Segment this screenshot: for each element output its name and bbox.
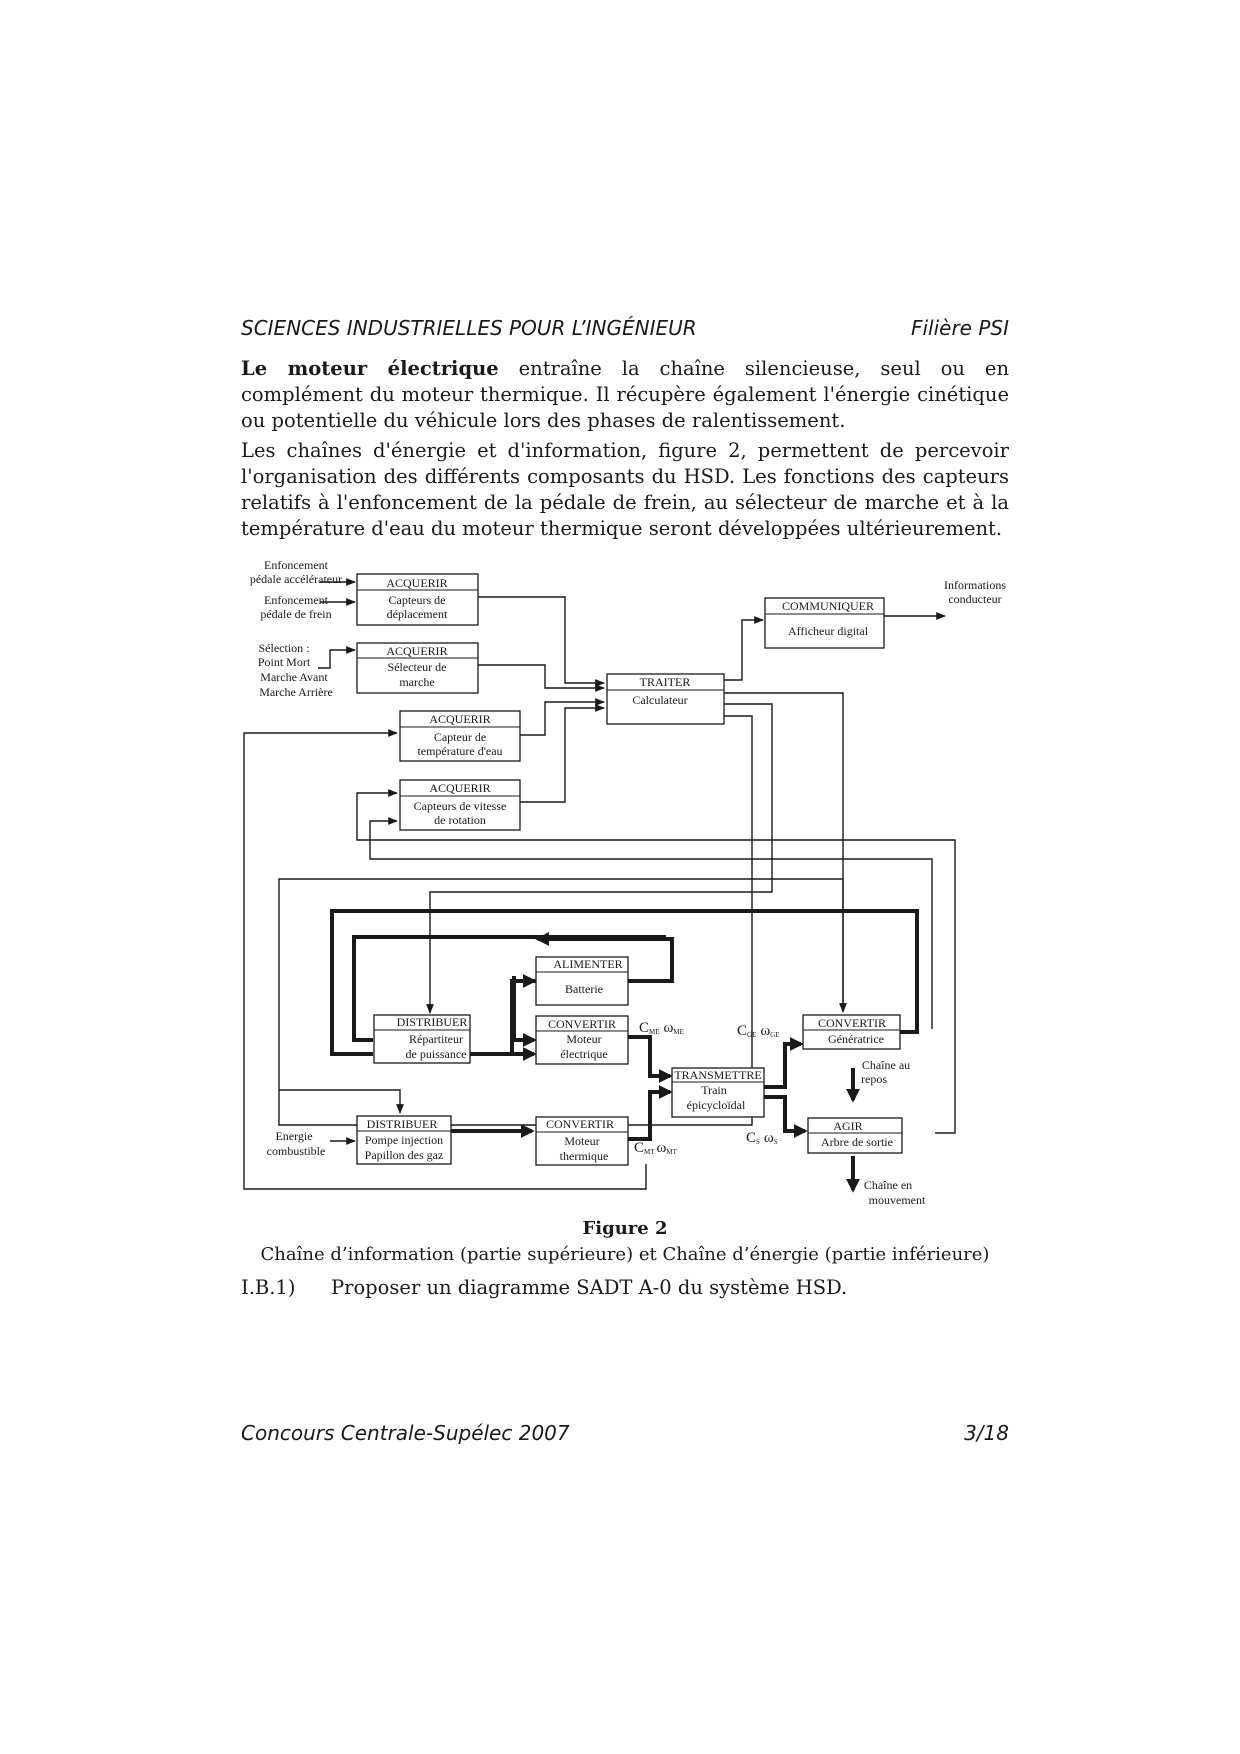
input-selection-line2: Point Mort [258, 655, 311, 669]
block-transmettre: TRANSMETTRE Train épicycloïdal [671, 1067, 765, 1118]
block-func: ACQUERIR [429, 712, 490, 726]
block-comp-line1: Capteurs de [389, 593, 446, 607]
block-func: TRAITER [640, 675, 691, 689]
block-func: COMMUNIQUER [782, 599, 874, 613]
block-func: ACQUERIR [386, 644, 447, 658]
block-alimenter: ALIMENTER Batterie [535, 956, 629, 1006]
block-convertir-moteur-thermique: CONVERTIR Moteur thermique [535, 1116, 629, 1166]
block-func: AGIR [833, 1119, 862, 1133]
block-comp-line2: déplacement [387, 607, 448, 621]
paragraph-moteur-electrique: Le moteur électrique entraîne la chaîne … [241, 356, 1009, 434]
block-comp-line1: Calculateur [632, 693, 687, 707]
input-frein-line1: Enfoncement [264, 593, 329, 607]
header-subject: SCIENCES INDUSTRIELLES POUR L’INGÉNIEUR [241, 316, 697, 340]
block-comp-line1: Moteur [564, 1134, 599, 1148]
page-footer: Concours Centrale-Supélec 2007 3/18 [241, 1421, 1009, 1445]
block-comp-line1: Pompe injection [365, 1133, 443, 1147]
output-repos-line2: repos [861, 1072, 887, 1086]
block-comp-line2: de rotation [434, 813, 486, 827]
output-mouvement-line2: mouvement [869, 1193, 926, 1207]
block-comp-line2: Papillon des gaz [365, 1148, 444, 1162]
question-text: Proposer un diagramme SADT A-0 du systèm… [331, 1276, 848, 1299]
block-convertir-generatrice: CONVERTIR Génératrice [802, 1014, 901, 1050]
question-number: I.B.1) [241, 1276, 296, 1299]
block-comp-line2: électrique [560, 1047, 607, 1061]
information-wires [243, 578, 956, 1190]
input-energie-line1: Energie [275, 1129, 312, 1143]
block-comp-line1: Sélecteur de [388, 660, 447, 674]
input-selection-line1: Sélection : [259, 641, 310, 655]
block-agir: AGIR Arbre de sortie [807, 1117, 903, 1154]
block-comp-line1: Répartiteur [409, 1032, 463, 1046]
block-func: CONVERTIR [548, 1017, 616, 1031]
block-comp-line2: épicycloïdal [687, 1098, 746, 1112]
paragraph-body: entraîne la chaîne silencieuse, seul ou … [241, 357, 1010, 432]
footer-page-number: 3/18 [964, 1421, 1009, 1445]
figure-caption-title: Figure 2 [582, 1218, 668, 1239]
block-acquerir-temperature: ACQUERIR Capteur de température d'eau [399, 710, 521, 762]
page-header: SCIENCES INDUSTRIELLES POUR L’INGÉNIEUR … [241, 316, 1009, 340]
block-func: CONVERTIR [818, 1016, 886, 1030]
block-comp-line1: Moteur [566, 1032, 601, 1046]
block-func: DISTRIBUER [397, 1015, 468, 1029]
block-func: ACQUERIR [386, 576, 447, 590]
block-comp-line2: thermique [560, 1149, 609, 1163]
block-distribuer-pompe: DISTRIBUER Pompe injection Papillon des … [356, 1115, 452, 1165]
input-selection-line3: Marche Avant [260, 670, 328, 684]
block-comp-line1: Capteurs de vitesse [414, 799, 507, 813]
block-comp-line1: Batterie [565, 982, 603, 996]
block-comp-line1: Capteur de [434, 730, 486, 744]
block-func: CONVERTIR [546, 1117, 614, 1131]
input-frein-line2: pédale de frein [260, 607, 331, 621]
footer-exam: Concours Centrale-Supélec 2007 [241, 1421, 570, 1445]
block-func: TRANSMETTRE [674, 1068, 761, 1082]
paragraph-chaines: Les chaînes d'énergie et d'information, … [241, 439, 1009, 540]
block-acquerir-vitesse: ACQUERIR Capteurs de vitesse de rotation [399, 779, 521, 831]
block-convertir-moteur-electrique: CONVERTIR Moteur électrique [535, 1015, 629, 1065]
paragraph-lead: Le moteur électrique [241, 357, 499, 380]
input-labels: Enfoncement pédale accélérateur Enfoncem… [250, 558, 342, 1158]
output-labels: Informations conducteur Chaîne au repos … [861, 578, 1006, 1207]
block-comp-line2: marche [399, 675, 434, 689]
block-distribuer-repartiteur: DISTRIBUER Répartiteur de puissance [373, 1014, 471, 1064]
figure-caption-subtitle: Chaîne d’information (partie supérieure)… [260, 1244, 990, 1265]
output-informations-line1: Informations [944, 578, 1006, 592]
block-traiter: TRAITER Calculateur [606, 673, 725, 725]
block-communiquer: COMMUNIQUER Afficheur digital [764, 597, 885, 649]
block-acquerir-selecteur: ACQUERIR Sélecteur de marche [356, 642, 479, 694]
input-accel-line2: pédale accélérateur [250, 572, 342, 586]
block-comp-line1: Génératrice [828, 1032, 884, 1046]
input-energie-line2: combustible [267, 1144, 326, 1158]
block-func: ACQUERIR [429, 781, 490, 795]
output-informations-line2: conducteur [948, 592, 1001, 606]
block-func: ALIMENTER [553, 957, 622, 971]
input-selection-line4: Marche Arrière [259, 685, 333, 699]
question-ib1: I.B.1) Proposer un diagramme SADT A-0 du … [241, 1276, 847, 1299]
block-func: DISTRIBUER [367, 1117, 438, 1131]
block-comp-line1: Arbre de sortie [821, 1135, 893, 1149]
output-repos-line1: Chaîne au [862, 1058, 910, 1072]
output-mouvement-line1: Chaîne en [864, 1178, 912, 1192]
block-acquerir-deplacement: ACQUERIR Capteurs de déplacement [356, 573, 479, 626]
block-comp-line2: température d'eau [417, 744, 502, 758]
block-comp-line1: Train [701, 1083, 727, 1097]
header-track: Filière PSI [910, 316, 1009, 340]
block-comp-line2: de puissance [406, 1047, 467, 1061]
input-accel-line1: Enfoncement [264, 558, 329, 572]
block-comp-line1: Afficheur digital [788, 624, 869, 638]
